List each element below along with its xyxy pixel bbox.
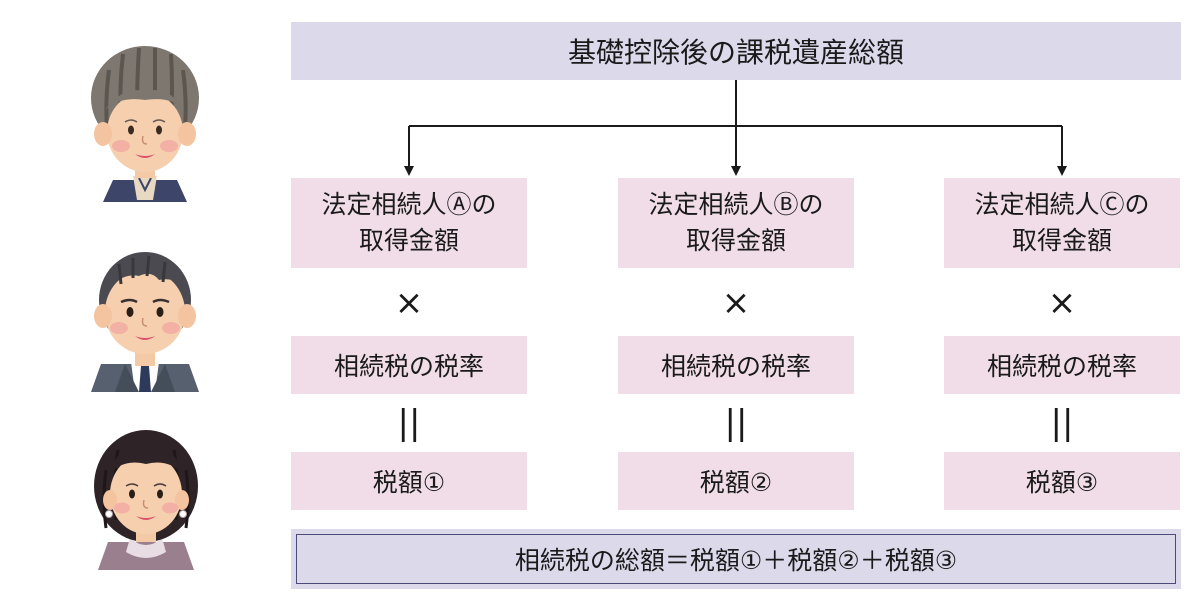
- total-term-1: 税額①: [689, 546, 763, 575]
- tax-amount-label-2: 税額②: [699, 468, 773, 497]
- heir-c-line2: 取得金額: [1011, 226, 1112, 255]
- total-equals-sign: ＝: [664, 546, 690, 575]
- heir-c-line1: 法定相続人Ⓒの: [974, 190, 1150, 219]
- equals-symbol-b: ||: [724, 403, 748, 443]
- heir-c-amount-box: 法定相続人Ⓒの 取得金額: [944, 178, 1180, 268]
- tax-amount-box-1: 税額①: [291, 452, 527, 510]
- taxable-estate-total-box: 基礎控除後の課税遺産総額: [291, 22, 1181, 80]
- total-tax-equation: 相続税の総額 ＝ 税額① ＋ 税額② ＋ 税額③: [296, 534, 1176, 584]
- tax-amount-box-2: 税額②: [618, 452, 854, 510]
- woman-illustration: [94, 430, 198, 570]
- elderly-woman-illustration: [91, 46, 199, 202]
- heir-b-amount-box: 法定相続人Ⓑの 取得金額: [618, 178, 854, 268]
- total-plus-sign-2: ＋: [859, 546, 885, 575]
- heir-a-amount-box: 法定相続人Ⓐの 取得金額: [291, 178, 527, 268]
- tax-amount-label-3: 税額③: [1025, 468, 1099, 497]
- tax-rate-box-b: 相続税の税率: [618, 336, 854, 394]
- total-tax-box: 相続税の総額 ＝ 税額① ＋ 税額② ＋ 税額③: [291, 529, 1181, 589]
- equals-symbol-a: ||: [397, 403, 421, 443]
- tax-amount-label-1: 税額①: [372, 468, 446, 497]
- equals-symbol-c: ||: [1050, 403, 1074, 443]
- multiply-symbol-c: ×: [1047, 283, 1077, 323]
- tax-rate-label-a: 相続税の税率: [333, 352, 484, 381]
- multiply-symbol-a: ×: [394, 283, 424, 323]
- heir-b-line2: 取得金額: [685, 226, 786, 255]
- heir-a-line2: 取得金額: [358, 226, 459, 255]
- tax-rate-label-c: 相続税の税率: [986, 352, 1137, 381]
- total-tax-label: 相続税の総額: [514, 546, 665, 575]
- multiply-symbol-b: ×: [721, 283, 751, 323]
- total-term-2: 税額②: [787, 546, 860, 575]
- total-term-3: 税額③: [884, 546, 958, 575]
- heir-b-line1: 法定相続人Ⓑの: [648, 190, 824, 219]
- elderly-man-illustration: [91, 252, 199, 392]
- taxable-estate-total-label: 基礎控除後の課税遺産総額: [567, 36, 904, 69]
- tax-rate-box-c: 相続税の税率: [944, 336, 1180, 394]
- tax-rate-label-b: 相続税の税率: [660, 352, 811, 381]
- tax-rate-box-a: 相続税の税率: [291, 336, 527, 394]
- tax-amount-box-3: 税額③: [944, 452, 1180, 510]
- heir-a-line1: 法定相続人Ⓐの: [321, 190, 497, 219]
- total-plus-sign-1: ＋: [762, 546, 788, 575]
